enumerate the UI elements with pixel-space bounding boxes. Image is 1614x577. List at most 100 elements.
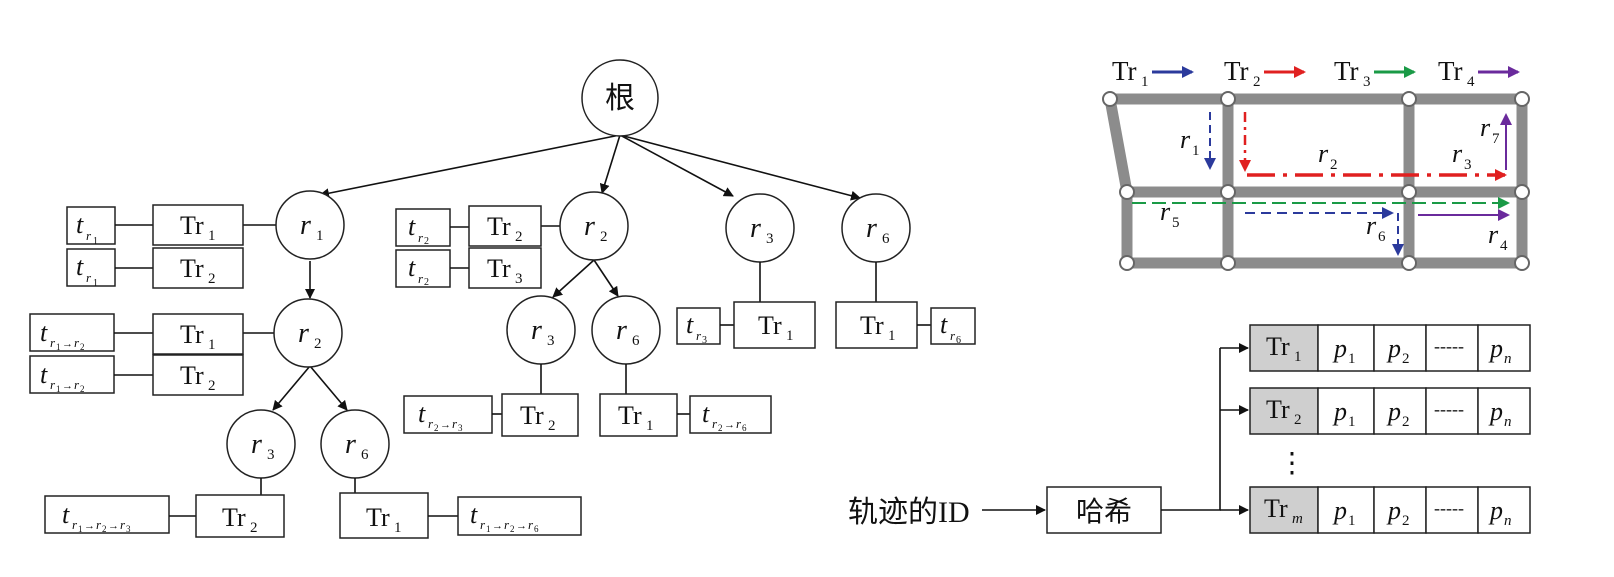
svg-text:1: 1: [56, 384, 61, 394]
svg-text:1: 1: [1348, 351, 1356, 367]
svg-text:Tr: Tr: [487, 212, 511, 241]
trajectory-tr2-path: [1239, 112, 1507, 181]
svg-text:2: 2: [718, 423, 723, 433]
road-labels: r 1 r 2 r 3 r 4 r 5 r 6: [1160, 113, 1508, 254]
svg-text:t: t: [40, 318, 48, 347]
svg-text:→: →: [440, 419, 451, 431]
svg-text:2: 2: [515, 229, 523, 245]
svg-text:1: 1: [316, 228, 324, 244]
svg-text:1: 1: [1348, 513, 1356, 529]
tree-edge-root-r3: [619, 134, 734, 197]
svg-text:4: 4: [1467, 74, 1475, 90]
svg-text:t: t: [408, 212, 416, 241]
svg-text:2: 2: [1402, 414, 1410, 430]
hash-rows-ellipsis: ⋮: [1278, 448, 1306, 479]
road-segments: [1104, 93, 1528, 269]
road-label-r7: r 7: [1480, 113, 1500, 147]
svg-text:Tr: Tr: [180, 320, 204, 349]
svg-text:6: 6: [361, 447, 369, 463]
road-label-r2: r 2: [1318, 139, 1338, 173]
svg-text:p: p: [1488, 397, 1503, 426]
svg-text:1: 1: [1192, 143, 1200, 159]
svg-text:1: 1: [646, 418, 654, 434]
svg-text:Tr: Tr: [1224, 56, 1249, 86]
svg-text:t: t: [40, 360, 48, 389]
svg-text:3: 3: [126, 524, 131, 534]
svg-text:r: r: [345, 429, 356, 460]
svg-text:m: m: [1292, 511, 1303, 527]
svg-text:Tr: Tr: [1334, 56, 1359, 86]
svg-text:r: r: [74, 335, 80, 350]
svg-text:2: 2: [434, 423, 439, 433]
svg-text:→: →: [492, 520, 503, 532]
svg-text:p: p: [1332, 496, 1347, 525]
svg-text:r: r: [531, 315, 542, 346]
svg-text:→: →: [516, 520, 527, 532]
legend-tr3: Tr 3: [1334, 56, 1416, 90]
svg-text:r: r: [86, 228, 92, 243]
hash-row-m: Tr m p 1 p 2 ----- p n: [1249, 486, 1531, 534]
hash-label: 哈希: [1076, 496, 1132, 528]
svg-text:2: 2: [424, 277, 429, 288]
svg-text:p: p: [1386, 397, 1401, 426]
tree-edge-root-r1: [319, 134, 621, 199]
svg-text:r: r: [480, 517, 486, 532]
svg-text:r: r: [96, 517, 102, 532]
svg-text:1: 1: [888, 328, 896, 344]
svg-text:r: r: [251, 429, 262, 460]
svg-text:r: r: [696, 328, 702, 343]
legend-tr4: Tr 4: [1438, 56, 1520, 90]
svg-text:2: 2: [80, 384, 85, 394]
svg-text:6: 6: [882, 231, 890, 247]
svg-text:2: 2: [102, 524, 107, 534]
svg-text:t: t: [940, 310, 948, 339]
svg-text:n: n: [1504, 414, 1512, 430]
svg-text:p: p: [1332, 397, 1347, 426]
svg-text:6: 6: [742, 423, 747, 433]
svg-text:p: p: [1488, 334, 1503, 363]
svg-text:t: t: [702, 399, 710, 428]
svg-text:Tr: Tr: [1266, 332, 1290, 361]
svg-text:Tr: Tr: [618, 401, 642, 430]
svg-text:r: r: [1452, 139, 1463, 168]
tree-node-r2: r 2: [541, 191, 629, 261]
svg-text:r: r: [74, 377, 80, 392]
svg-text:2: 2: [1253, 74, 1261, 90]
svg-text:r: r: [504, 517, 510, 532]
svg-text:Tr: Tr: [1264, 494, 1288, 523]
svg-text:-----: -----: [1434, 498, 1464, 518]
svg-text:t: t: [62, 500, 70, 529]
svg-text:r: r: [1488, 220, 1499, 249]
svg-text:t: t: [418, 399, 426, 428]
tree-edge-r2b-r6: [593, 259, 619, 297]
svg-text:3: 3: [515, 271, 523, 287]
svg-text:2: 2: [1402, 513, 1410, 529]
svg-text:Tr: Tr: [520, 401, 544, 430]
road-label-r4: r 4: [1488, 220, 1508, 254]
svg-text:1: 1: [208, 337, 216, 353]
svg-text:1: 1: [93, 236, 98, 247]
svg-text:2: 2: [1402, 351, 1410, 367]
svg-text:r: r: [1160, 197, 1171, 226]
svg-text:-----: -----: [1434, 336, 1464, 356]
svg-text:1: 1: [78, 524, 83, 534]
svg-text:Tr: Tr: [487, 254, 511, 283]
svg-text:r: r: [418, 230, 424, 245]
svg-text:r: r: [1318, 139, 1329, 168]
svg-text:r: r: [950, 328, 956, 343]
svg-text:r: r: [712, 416, 718, 431]
svg-text:r: r: [86, 270, 92, 285]
svg-text:Tr: Tr: [180, 211, 204, 240]
hash-function-box: 哈希: [1046, 486, 1162, 534]
svg-text:2: 2: [510, 524, 515, 534]
svg-text:t: t: [76, 252, 84, 281]
svg-text:r: r: [428, 416, 434, 431]
svg-text:7: 7: [1492, 131, 1500, 147]
tree-node-r2-r3: r 3: [506, 295, 576, 394]
svg-text:Tr: Tr: [1112, 56, 1137, 86]
